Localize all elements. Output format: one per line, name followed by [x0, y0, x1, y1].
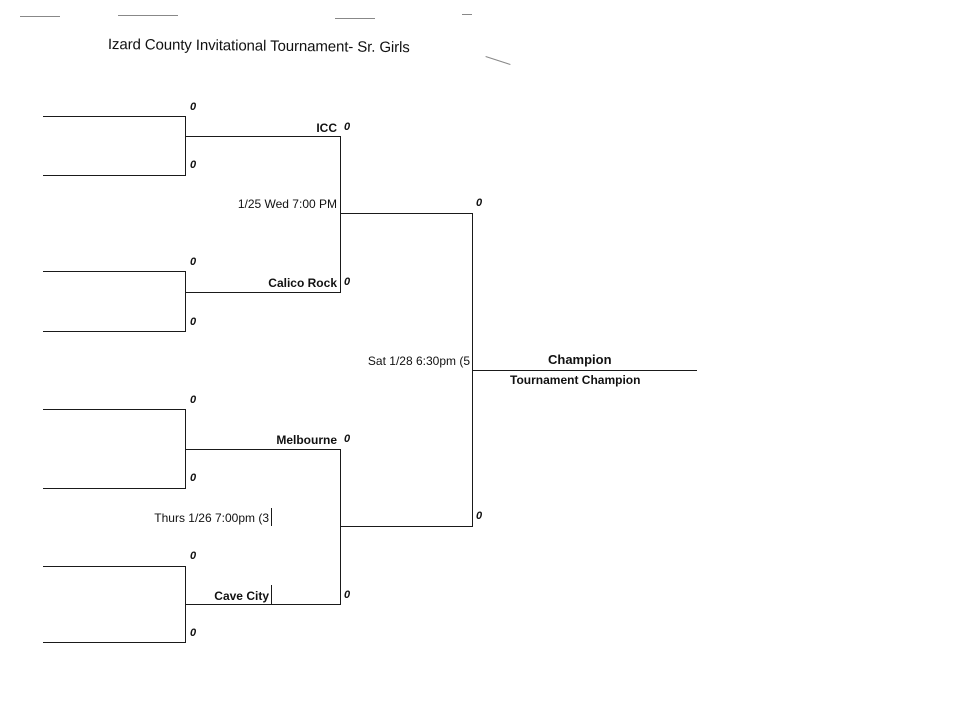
r2-connector — [340, 136, 341, 293]
r2-slot-line — [186, 136, 341, 137]
r3-slot-line — [341, 213, 473, 214]
r2-connector — [340, 449, 341, 605]
r2-score: 0 — [344, 276, 351, 288]
r3-connector — [472, 213, 473, 527]
r2-slot-line — [186, 292, 341, 293]
divider-tick — [271, 508, 272, 526]
r2-score: 0 — [344, 433, 351, 445]
r2-score: 0 — [344, 589, 351, 601]
r1-slot-line — [43, 331, 186, 332]
r1-score: 0 — [190, 394, 197, 406]
r1-score: 0 — [190, 627, 197, 639]
r3-slot-line — [341, 526, 473, 527]
r3-score: 0 — [476, 197, 483, 209]
champion-label: Champion — [548, 352, 612, 367]
r1-score: 0 — [190, 550, 197, 562]
r1-connector — [185, 271, 186, 332]
r3-score: 0 — [476, 510, 483, 522]
team-cave-city: Cave City — [214, 589, 269, 603]
team-calico-rock: Calico Rock — [268, 276, 337, 290]
team-icc: ICC — [316, 121, 337, 135]
r1-slot-line — [43, 409, 186, 410]
scan-speck — [485, 56, 511, 65]
r1-slot-line — [43, 566, 186, 567]
r1-connector — [185, 116, 186, 176]
scan-speck — [462, 14, 472, 15]
r1-score: 0 — [190, 256, 197, 268]
champion-sublabel: Tournament Champion — [510, 373, 641, 387]
divider-tick — [271, 585, 272, 604]
r1-score: 0 — [190, 101, 197, 113]
r1-score: 0 — [190, 159, 197, 171]
scan-speck — [118, 15, 178, 16]
r2-slot-line — [186, 449, 341, 450]
r1-slot-line — [43, 175, 186, 176]
r1-connector — [185, 409, 186, 489]
r1-connector — [185, 566, 186, 643]
final-game-time: Sat 1/28 6:30pm (5 — [367, 354, 470, 368]
r1-slot-line — [43, 271, 186, 272]
game-time: 1/25 Wed 7:00 PM — [237, 197, 337, 211]
r1-score: 0 — [190, 472, 197, 484]
r1-slot-line — [43, 488, 186, 489]
scan-speck — [335, 18, 375, 19]
r1-slot-line — [43, 642, 186, 643]
r2-score: 0 — [344, 121, 351, 133]
page-title: Izard County Invitational Tournament- Sr… — [107, 36, 410, 57]
r1-slot-line — [43, 116, 186, 117]
team-melbourne: Melbourne — [276, 433, 337, 447]
scan-speck — [20, 16, 60, 17]
r2-slot-line — [186, 604, 341, 605]
champion-line — [473, 370, 697, 371]
game-time: Thurs 1/26 7:00pm (3 — [154, 511, 269, 525]
r1-score: 0 — [190, 316, 197, 328]
